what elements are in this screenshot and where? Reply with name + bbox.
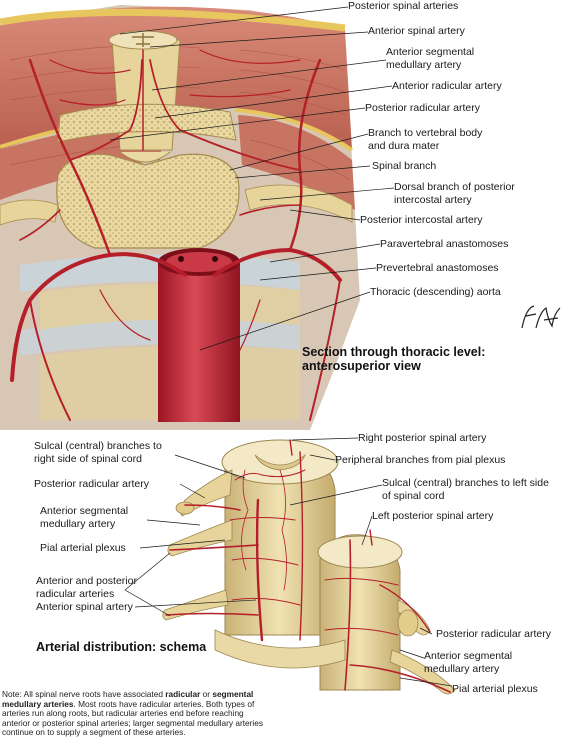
label-line: medullary artery [40,517,116,530]
label-anterior-segmental-medullary-right: Anterior segmental medullary artery [424,650,512,675]
caption-line: Section through thoracic level: [302,345,486,359]
note-text: Note: All spinal nerve roots have associ… [2,689,166,699]
label-line: and dura mater [368,139,440,152]
label-peripheral-branches: Peripheral branches from pial plexus [335,454,506,466]
label-thoracic-aorta: Thoracic (descending) aorta [370,286,501,298]
label-sulcal-left: Sulcal (central) branches to left side o… [382,477,549,502]
label-line: right side of spinal cord [34,452,142,465]
label-line: Sulcal (central) branches to [34,440,162,452]
label-line: Sulcal (central) branches to left side [382,477,549,489]
label-line: medullary artery [424,662,500,675]
label-posterior-intercostal-artery: Posterior intercostal artery [360,214,483,226]
top-section-illustration [0,5,360,430]
label-line: Anterior and posterior [36,575,137,587]
label-anterior-spinal-artery-bottom: Anterior spinal artery [36,601,133,613]
note-text: . Most roots have radicular arteries. Bo… [2,698,264,738]
label-line: medullary artery [386,58,462,71]
label-line: Anterior segmental [386,46,475,58]
bottom-schema-illustration [162,439,456,695]
label-posterior-radicular-artery: Posterior radicular artery [365,102,480,114]
label-anterior-spinal-artery: Anterior spinal artery [368,25,465,37]
label-line: radicular arteries [36,587,115,600]
label-branch-vertebral-body: Branch to vertebral body and dura mater [368,127,482,152]
label-line: Branch to vertebral body [368,127,483,139]
label-posterior-radicular-artery-right: Posterior radicular artery [436,628,551,640]
note-bold: segmental medullary arteries [2,689,254,709]
artist-signature [521,305,561,329]
label-spinal-branch: Spinal branch [372,160,437,172]
label-left-posterior-spinal-artery: Left posterior spinal artery [372,510,494,522]
label-line: Anterior segmental [424,650,513,662]
label-right-posterior-spinal-artery: Right posterior spinal artery [358,432,487,444]
label-anterior-segmental-medullary-artery: Anterior segmental medullary artery [386,46,474,71]
label-anterior-segmental-medullary-left: Anterior segmental medullary artery [40,505,128,530]
label-line: Anterior segmental [40,505,129,517]
label-anterior-radicular-artery: Anterior radicular artery [392,80,502,92]
bottom-caption: Arterial distribution: schema [36,640,207,654]
label-pial-arterial-plexus-right: Pial arterial plexus [452,683,538,695]
top-caption: Section through thoracic level: anterosu… [302,345,485,373]
footnote: Note: All spinal nerve roots have associ… [2,689,264,738]
label-line: Dorsal branch of posterior [394,181,515,193]
label-line: of spinal cord [382,489,445,502]
label-posterior-spinal-arteries: Posterior spinal arteries [348,0,459,12]
label-prevertebral-anastomoses: Prevertebral anastomoses [376,262,499,274]
label-line: intercostal artery [394,193,472,206]
label-pial-arterial-plexus-left: Pial arterial plexus [40,542,126,554]
label-posterior-radicular-artery-left: Posterior radicular artery [34,478,149,490]
label-dorsal-branch: Dorsal branch of posterior intercostal a… [394,181,515,206]
note-bold: radicular [165,689,201,699]
label-sulcal-right: Sulcal (central) branches to right side … [34,440,162,465]
label-paravertebral-anastomoses: Paravertebral anastomoses [380,238,509,250]
label-anterior-posterior-radicular: Anterior and posterior radicular arterie… [36,575,137,600]
note-text: or [200,689,213,699]
caption-line: anterosuperior view [302,359,421,373]
